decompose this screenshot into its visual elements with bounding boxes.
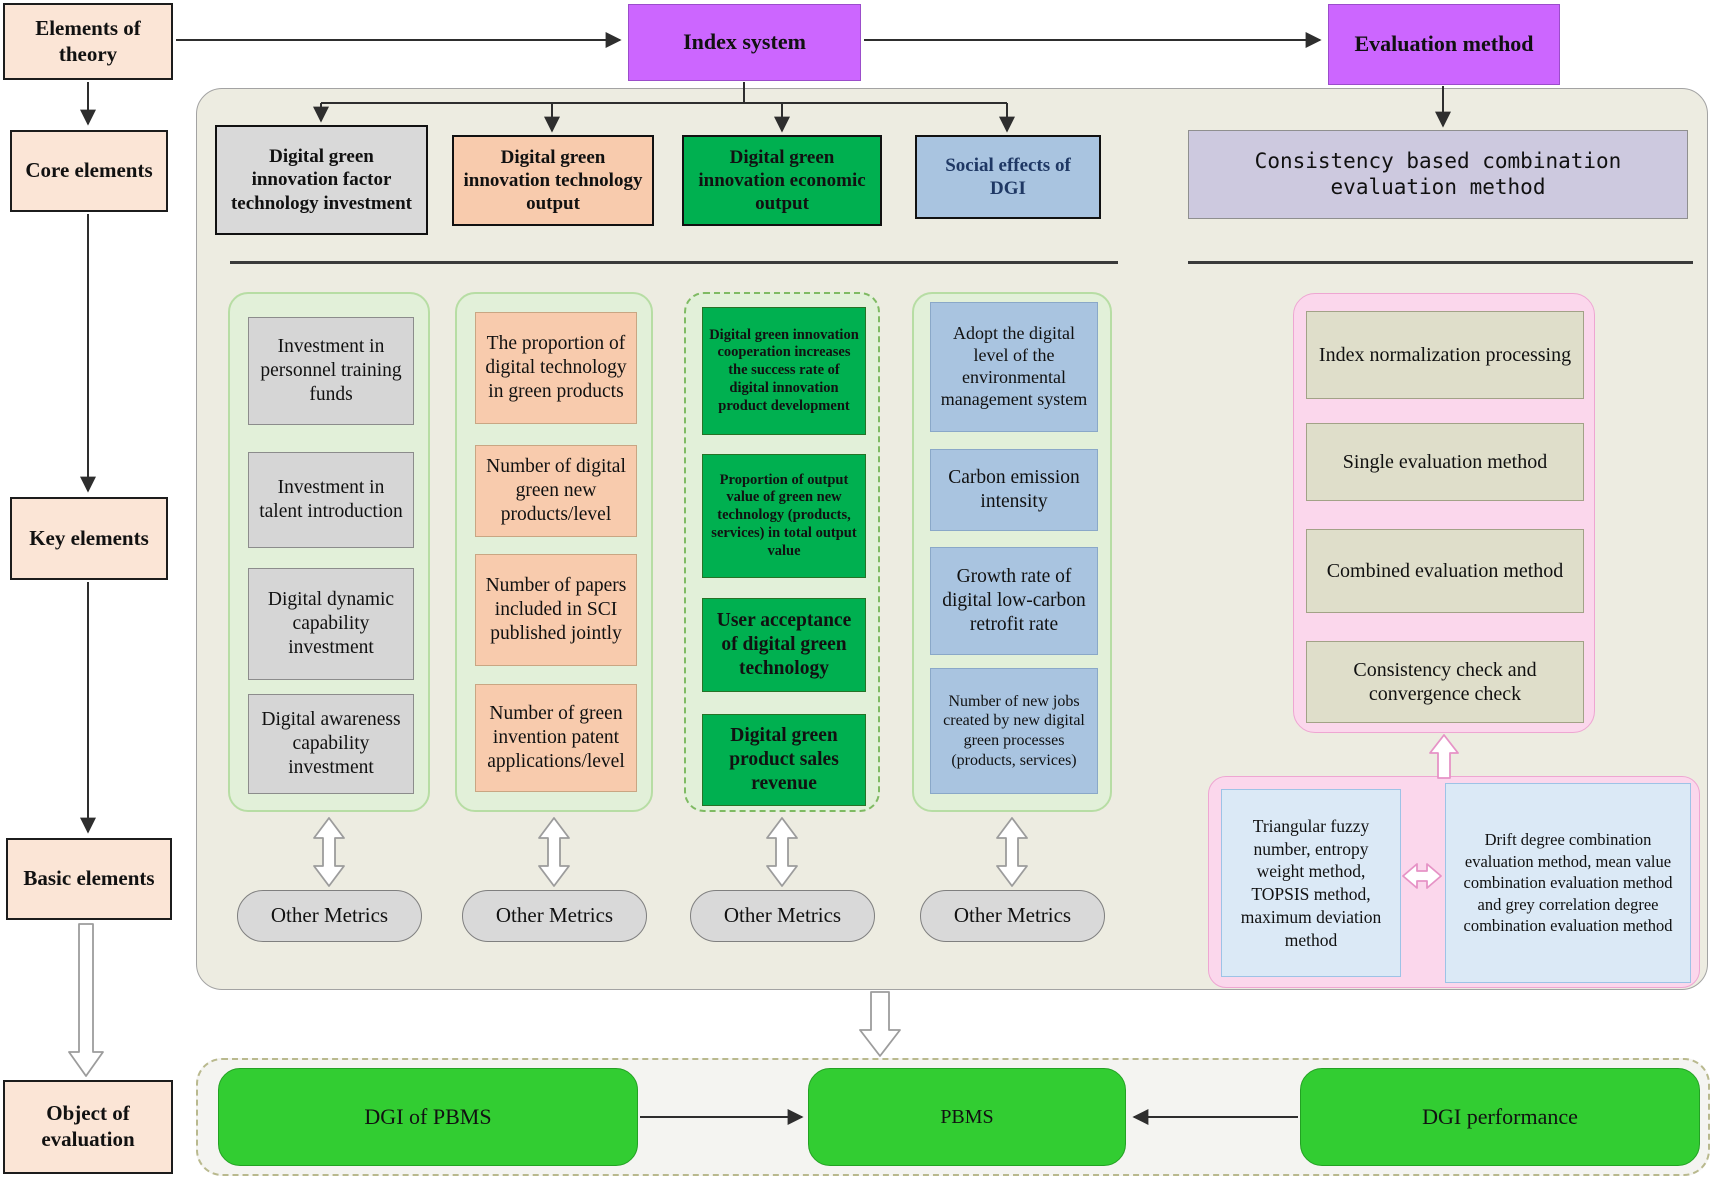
stage-basic-elements: Basic elements [6,838,172,920]
index-system-box: Index system [628,4,861,81]
column-header-social-effects: Social effects of DGI [915,135,1101,219]
metric-box: Adopt the digital level of the environme… [930,302,1098,432]
evaluation-step: Index normalization processing [1306,311,1584,399]
stage-core-elements: Core elements [10,130,168,212]
single-methods-box: Triangular fuzzy number, entropy weight … [1221,789,1401,977]
metric-box: Investment in personnel training funds [248,317,414,425]
metric-column-2: The proportion of digital technology in … [455,292,653,812]
combination-methods-box: Drift degree combination evaluation meth… [1445,783,1691,983]
stage-elements-of-theory: Elements of theory [3,3,173,80]
hollow-arrow-panel-to-pbms [859,991,901,1057]
metric-box: User acceptance of digital green technol… [702,598,866,692]
metric-column-3: Digital green innovation cooperation inc… [684,292,880,812]
hollow-arrow-basic-to-object [68,923,104,1077]
metric-box: Number of new jobs created by new digita… [930,668,1098,794]
metric-box: Number of papers included in SCI publish… [475,554,637,666]
pbms-box: PBMS [808,1068,1126,1166]
stage-object-of-evaluation: Object of evaluation [3,1080,173,1174]
metric-box: Number of digital green new products/lev… [475,445,637,537]
column-header-factor-investment: Digital green innovation factor technolo… [215,125,428,235]
other-metrics-pill: Other Metrics [690,890,875,942]
metric-box: The proportion of digital technology in … [475,312,637,424]
evaluation-header-label: Consistency based combination evaluation… [1254,148,1622,199]
other-metrics-pill: Other Metrics [462,890,647,942]
other-metrics-pill: Other Metrics [920,890,1105,942]
metric-box: Proportion of output value of green new … [702,454,866,578]
column-header-economic-output: Digital green innovation economic output [682,135,882,226]
evaluation-step: Consistency check and convergence check [1306,641,1584,723]
divider-line-left [230,261,1118,264]
other-metrics-pill: Other Metrics [237,890,422,942]
evaluation-steps-panel: Index normalization processing Single ev… [1293,293,1595,733]
metric-box: Digital green innovation cooperation inc… [702,307,866,435]
divider-line-right [1188,261,1693,264]
metric-box: Digital awareness capability investment [248,694,414,794]
metric-column-4: Adopt the digital level of the environme… [912,292,1112,812]
evaluation-method-box: Evaluation method [1328,4,1560,85]
metric-box: Investment in talent introduction [248,452,414,548]
evaluation-step: Single evaluation method [1306,423,1584,501]
evaluation-header-box: Consistency based combination evaluation… [1188,130,1688,219]
column-header-technology-output: Digital green innovation technology outp… [452,135,654,226]
dgi-performance-box: DGI performance [1300,1068,1700,1166]
metric-box: Digital green product sales revenue [702,714,866,806]
metric-box: Growth rate of digital low-carbon retrof… [930,547,1098,655]
stage-key-elements: Key elements [10,497,168,580]
dgi-of-pbms-box: DGI of PBMS [218,1068,638,1166]
metric-box: Number of green invention patent applica… [475,684,637,792]
metric-box: Digital dynamic capability investment [248,568,414,680]
evaluation-step: Combined evaluation method [1306,529,1584,613]
methods-panel: Triangular fuzzy number, entropy weight … [1208,776,1700,988]
metric-box: Carbon emission intensity [930,449,1098,531]
metric-column-1: Investment in personnel training funds I… [228,292,430,812]
